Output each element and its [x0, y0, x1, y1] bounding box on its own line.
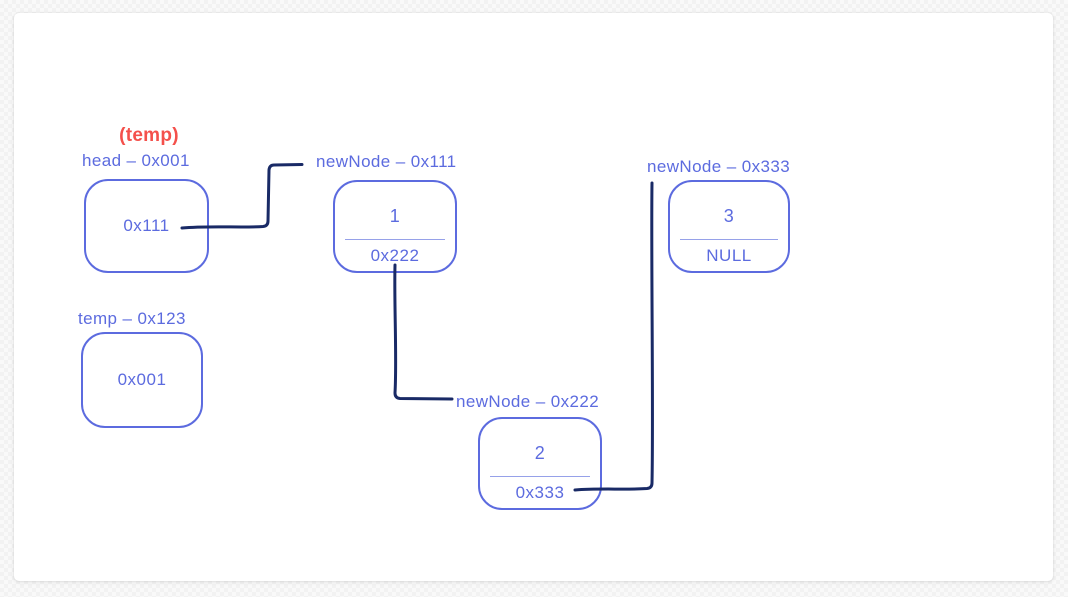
temp-annotation: (temp): [119, 125, 179, 146]
connector-node0x111-to-node0x222: [393, 263, 454, 401]
node-0x111-data: 1: [389, 206, 401, 226]
node-0x111-label: newNode – 0x111: [316, 152, 457, 171]
head-pointer-box: 0x111: [84, 179, 209, 273]
node-0x111-next: 0x222: [370, 245, 420, 265]
node-divider: [490, 476, 590, 477]
temp-pointer-box: 0x001: [81, 332, 203, 428]
node-0x333-box: 3 NULL: [668, 180, 790, 273]
whiteboard-canvas: (temp) head – 0x001 0x111 temp – 0x123 0…: [14, 13, 1053, 581]
temp-pointer-label: temp – 0x123: [78, 309, 186, 328]
head-pointer-label: head – 0x001: [82, 151, 190, 170]
node-divider: [345, 239, 445, 240]
node-0x333-next: NULL: [706, 245, 752, 265]
head-pointer-value: 0x111: [123, 216, 170, 235]
node-0x333-label: newNode – 0x333: [647, 157, 791, 176]
node-0x333-data: 3: [723, 206, 735, 226]
node-0x222-label: newNode – 0x222: [456, 392, 600, 411]
node-0x222-box: 2 0x333: [478, 417, 602, 510]
temp-pointer-value: 0x001: [117, 370, 167, 389]
node-divider: [680, 239, 778, 240]
node-0x222-next: 0x333: [515, 482, 565, 502]
node-0x111-box: 1 0x222: [333, 180, 457, 273]
node-0x222-data: 2: [534, 443, 546, 463]
